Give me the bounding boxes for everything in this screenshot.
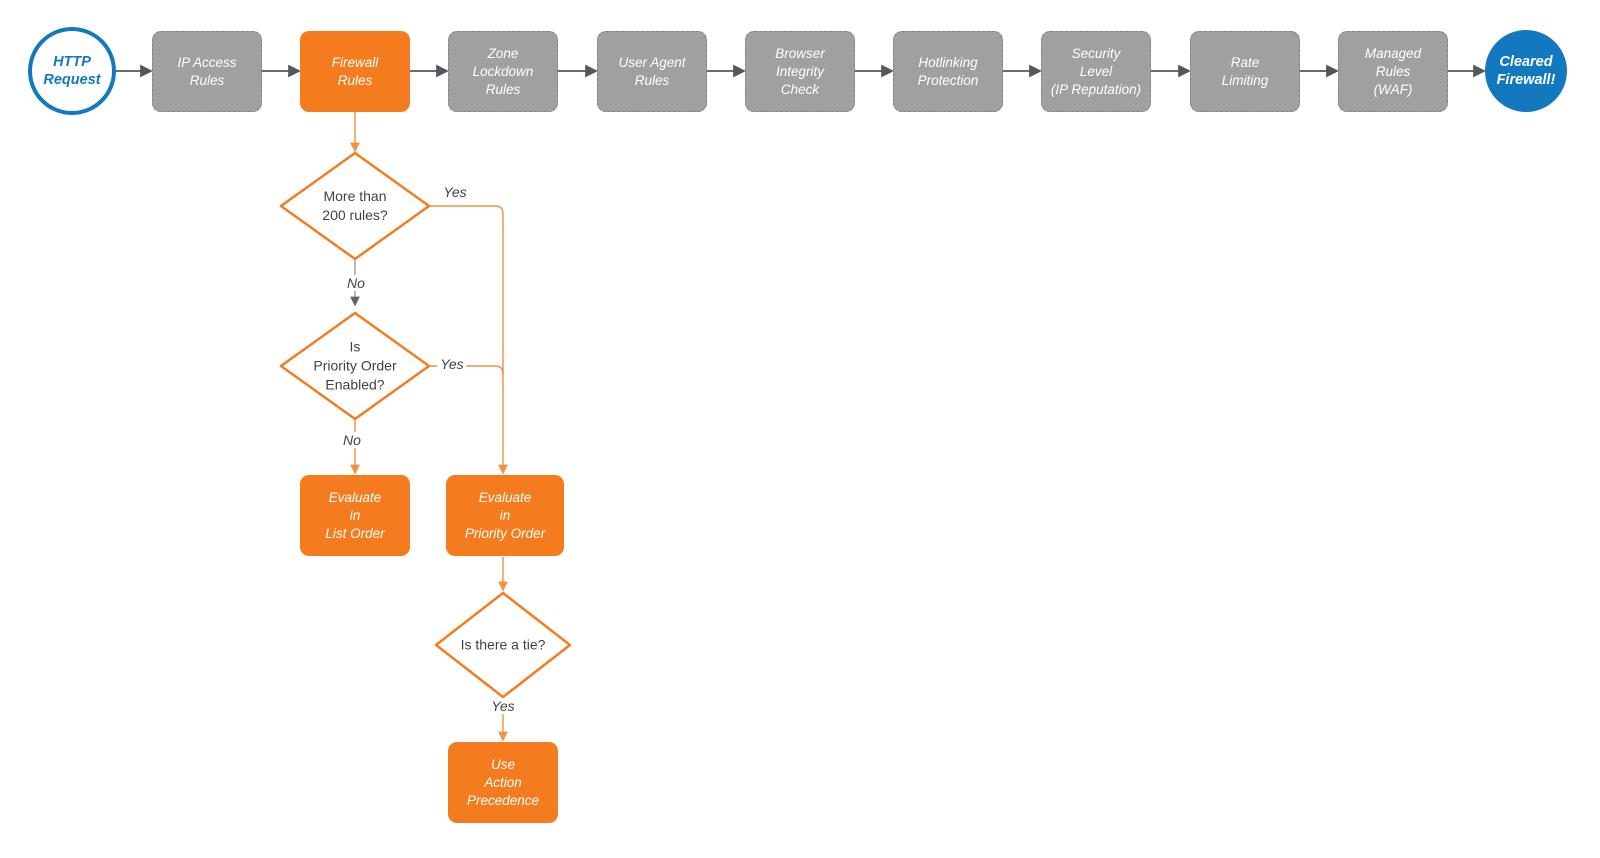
edge-label-decision2-yes: Yes — [437, 356, 467, 372]
process-node-rate-limiting: Rate Limiting — [1190, 31, 1300, 112]
decision-label-priority-order-enabled: Is Priority Order Enabled? — [313, 338, 397, 393]
process-node-managed-rules-waf: Managed Rules (WAF) — [1338, 31, 1448, 112]
edge-decision1-yes-to-priority-order — [429, 205, 508, 475]
process-node-zone-lockdown-rules: Zone Lockdown Rules — [448, 31, 558, 112]
end-node-cleared-firewall: Cleared Firewall! — [1485, 30, 1567, 112]
edge-label-decision1-yes: Yes — [440, 184, 470, 200]
process-node-security-level: Security Level (IP Reputation) — [1041, 31, 1151, 112]
process-node-hotlinking-protection: Hotlinking Protection — [893, 31, 1003, 112]
action-node-evaluate-list-order: Evaluate in List Order — [300, 475, 410, 556]
edge-label-decision2-no: No — [340, 432, 364, 448]
decision-label-more-than-200-rules: More than 200 rules? — [322, 188, 388, 223]
action-node-use-action-precedence: Use Action Precedence — [448, 742, 558, 823]
process-node-browser-integrity-check: Browser Integrity Check — [745, 31, 855, 112]
process-node-firewall-rules: Firewall Rules — [300, 31, 410, 112]
action-node-evaluate-priority-order: Evaluate in Priority Order — [446, 475, 564, 556]
decision-shape-more-than-200-rules — [279, 151, 431, 261]
process-node-user-agent-rules: User Agent Rules — [597, 31, 707, 112]
decision-shape-is-there-a-tie — [434, 591, 572, 699]
process-node-ip-access-rules: IP Access Rules — [152, 31, 262, 112]
decision-label-is-there-a-tie: Is there a tie? — [460, 636, 546, 653]
decision-shape-priority-order-enabled — [279, 311, 431, 421]
edge-label-decision3-yes: Yes — [488, 698, 518, 714]
start-node-http-request: HTTP Request — [28, 27, 116, 115]
edge-label-decision1-no: No — [344, 275, 368, 291]
edge-decision2-yes-merge — [429, 365, 504, 375]
